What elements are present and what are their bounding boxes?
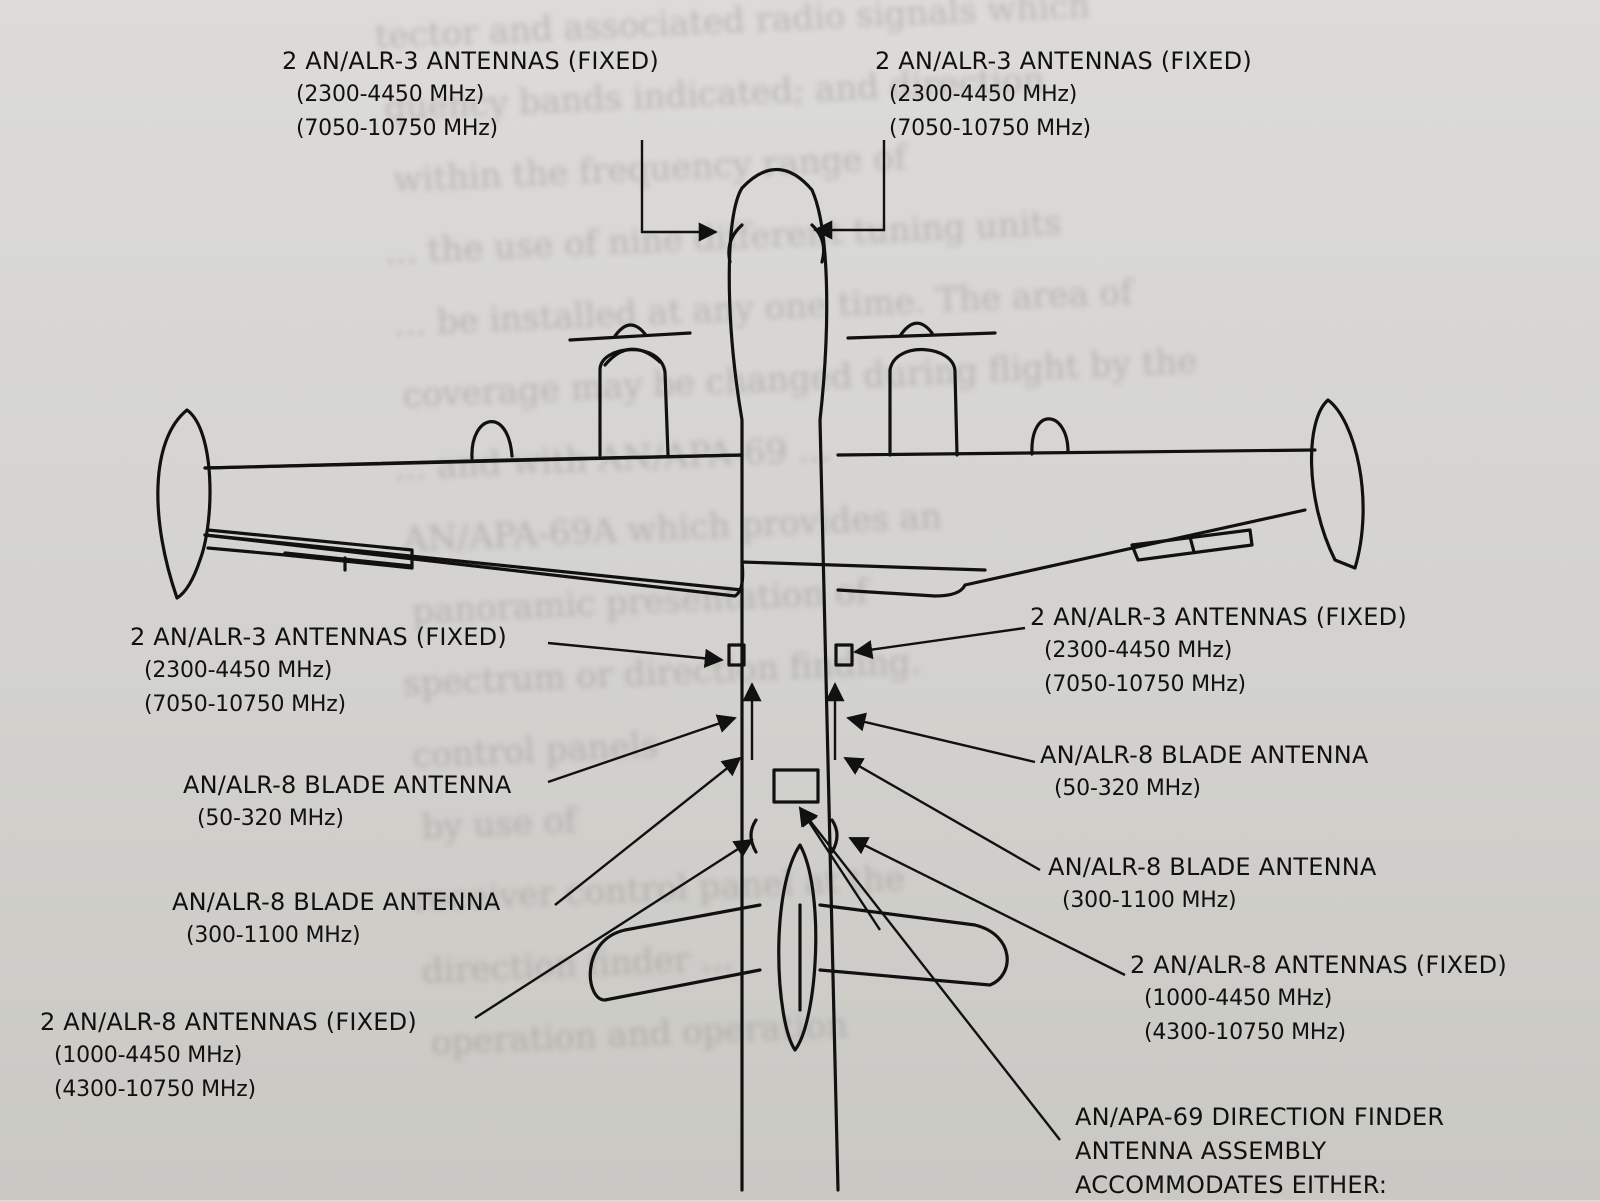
callout-title: ACCOMMODATES EITHER: [1075,1171,1388,1199]
leader-apa69 [798,806,1061,1141]
callout-title: AN/ALR-8 BLADE ANTENNA [183,771,512,799]
callout-top-right-alr3: 2 AN/ALR-3 ANTENNAS (FIXED) (2300-4450 M… [875,44,1252,146]
left-wing-outline [203,453,744,470]
callout-title: AN/ALR-8 BLADE ANTENNA [1048,853,1377,881]
horizontal-stabilizer [588,903,762,1002]
callout-title: AN/APA-69 DIRECTION FINDER [1075,1103,1445,1131]
callout-range: (2300-4450 MHz) [296,82,485,107]
callout-blade-right-1: AN/ALR-8 BLADE ANTENNA (50-320 MHz) [1040,738,1369,806]
leader-blade1-right [846,712,1036,764]
leader-mid-right [853,626,1026,660]
callout-range: (4300-10750 MHz) [54,1077,256,1102]
leader-blade2-right [843,756,1041,872]
right-engine-nacelle [888,347,959,457]
leader-top-left [640,140,718,242]
callout-mid-right-alr3: 2 AN/ALR-3 ANTENNAS (FIXED) (2300-4450 M… [1030,600,1407,702]
leader-blade2-left [554,756,742,906]
callout-range: (4300-10750 MHz) [1144,1020,1346,1045]
callout-range: (1000-4450 MHz) [1144,986,1333,1011]
right-wing [836,448,1317,457]
leader-alr8-left [474,838,754,1020]
callout-top-left-alr3: 2 AN/ALR-3 ANTENNAS (FIXED) (2300-4450 M… [282,44,659,146]
leader-alr8-right [848,836,1126,977]
left-propeller [568,331,692,342]
left-engine-nacelle [598,348,670,457]
callout-mid-left-alr3: 2 AN/ALR-3 ANTENNAS (FIXED) (2300-4450 M… [130,620,507,722]
leader-top-right [813,140,886,240]
callout-range: (7050-10750 MHz) [144,692,346,717]
callout-range: (7050-10750 MHz) [1044,672,1246,697]
callout-range: (300-1100 MHz) [1062,888,1237,913]
apa69-antenna-panel [772,768,820,804]
callout-range: (7050-10750 MHz) [889,116,1091,141]
right-flap [1130,528,1254,562]
callout-title: 2 AN/ALR-3 ANTENNAS (FIXED) [130,623,507,651]
callout-title: 2 AN/ALR-3 ANTENNAS (FIXED) [282,47,659,75]
leader-blade1-left [547,714,737,784]
callout-title: 2 AN/ALR-3 ANTENNAS (FIXED) [1030,603,1407,631]
callout-range: (2300-4450 MHz) [144,658,333,683]
callout-blade-left-1: AN/ALR-8 BLADE ANTENNA (50-320 MHz) [183,768,512,836]
right-propeller [846,331,997,340]
callout-title: 2 AN/ALR-8 ANTENNAS (FIXED) [40,1008,417,1036]
callout-title: AN/ALR-8 BLADE ANTENNA [172,888,501,916]
leader-mid-left [547,641,724,668]
alr3-antenna-left [727,643,746,667]
callout-blade-left-2: AN/ALR-8 BLADE ANTENNA (300-1100 MHz) [172,885,501,953]
vertical-fin [777,843,818,1052]
left-flap [206,528,414,570]
callout-range: (7050-10750 MHz) [296,116,498,141]
callout-apa69: AN/APA-69 DIRECTION FINDER ANTENNA ASSEM… [1075,1100,1444,1202]
left-wingtip-tank [156,408,212,600]
callout-blade-right-2: AN/ALR-8 BLADE ANTENNA (300-1100 MHz) [1048,850,1377,918]
right-wing-radome [1030,417,1070,456]
left-wing-radome [470,420,514,460]
callout-range: (2300-4450 MHz) [889,82,1078,107]
callout-title: AN/ALR-8 BLADE ANTENNA [1040,741,1369,769]
callout-range: (50-320 MHz) [197,806,344,831]
callout-alr8-right: 2 AN/ALR-8 ANTENNAS (FIXED) (1000-4450 M… [1130,948,1507,1050]
fuselage [727,167,840,1192]
callout-title: ANTENNA ASSEMBLY [1075,1137,1327,1165]
callout-range: (300-1100 MHz) [186,923,361,948]
right-wingtip-tank [1310,398,1365,570]
background-text-line: by use of [421,801,580,848]
callout-range: (50-320 MHz) [1054,776,1201,801]
alr3-antenna-right [834,643,854,667]
callout-range: (2300-4450 MHz) [1044,638,1233,663]
callout-range: (1000-4450 MHz) [54,1043,243,1068]
callout-title: 2 AN/ALR-3 ANTENNAS (FIXED) [875,47,1252,75]
callout-title: 2 AN/ALR-8 ANTENNAS (FIXED) [1130,951,1507,979]
callout-alr8-left: 2 AN/ALR-8 ANTENNAS (FIXED) (1000-4450 M… [40,1005,417,1107]
